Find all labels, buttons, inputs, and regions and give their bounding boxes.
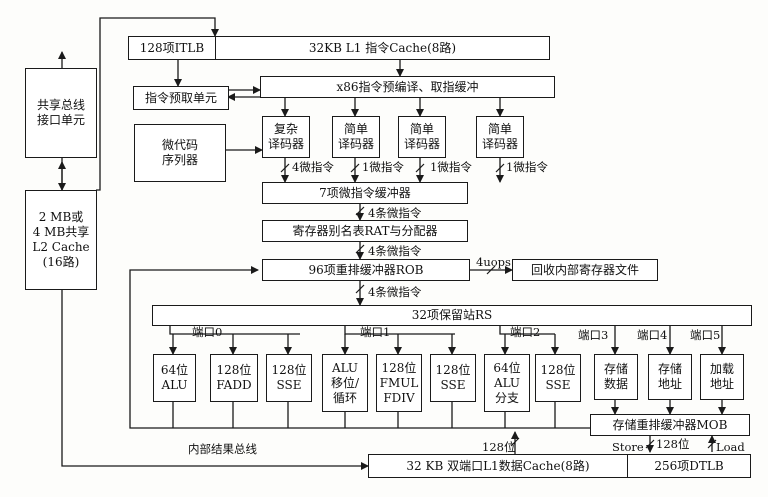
load-address-unit: 加载 地址 bbox=[700, 354, 744, 400]
register-alias-table: 寄存器别名表RAT与分配器 bbox=[262, 220, 468, 242]
predecode-fetch-buffer: x86指令预编译、取指缓冲 bbox=[260, 76, 555, 98]
l2-to-dcache-line bbox=[61, 290, 369, 470]
uops-4-buffer-label: 4条微指令 bbox=[368, 206, 422, 220]
bus-interface-unit: 共享总线 接口单元 bbox=[25, 68, 97, 158]
port0-label: 端口0 bbox=[192, 325, 223, 339]
reorder-buffer: 96项重排缓冲器ROB bbox=[262, 259, 470, 281]
store-address-unit: 存储 地址 bbox=[648, 354, 692, 400]
fmul-fdiv-128bit: 128位 FMUL FDIV bbox=[376, 354, 422, 412]
port5-label: 端口5 bbox=[690, 328, 721, 342]
uops-4-rat-label: 4条微指令 bbox=[368, 244, 422, 258]
prefetch-unit: 指令预取单元 bbox=[133, 86, 229, 110]
port2-label: 端口2 bbox=[510, 325, 541, 339]
l2-cache: 2 MB或 4 MB共享 L2 Cache (16路) bbox=[25, 190, 97, 290]
bits128-right-label: 128位 bbox=[656, 437, 690, 451]
port3-label: 端口3 bbox=[578, 328, 609, 342]
alu-branch-64bit: 64位 ALU 分支 bbox=[484, 354, 530, 412]
simple-decoder-3: 简单 译码器 bbox=[476, 116, 524, 158]
itlb: 128项ITLB bbox=[128, 36, 216, 60]
port0-bus bbox=[169, 326, 300, 335]
retirement-register-file: 回收内部寄存器文件 bbox=[512, 259, 658, 281]
uops-4-rob-label: 4条微指令 bbox=[368, 285, 422, 299]
l1-data-cache: 32 KB 双端口L1数据Cache(8路) bbox=[368, 454, 628, 478]
uops-1-label-c: 1微指令 bbox=[506, 160, 548, 174]
l2-to-icache-line bbox=[96, 17, 219, 191]
data-tlb: 256项DTLB bbox=[627, 454, 751, 478]
alu-64bit: 64位 ALU bbox=[153, 354, 196, 402]
uops-1-label-b: 1微指令 bbox=[430, 160, 472, 174]
alu-shift-rotate: ALU 移位/ 循环 bbox=[322, 354, 368, 412]
result-bus-label: 内部结果总线 bbox=[188, 442, 257, 456]
simple-decoder-2: 简单 译码器 bbox=[398, 116, 446, 158]
uops-4-decode-label: 4微指令 bbox=[292, 160, 334, 174]
port1-label: 端口1 bbox=[360, 325, 391, 339]
complex-decoder: 复杂 译码器 bbox=[262, 116, 310, 158]
port4-label: 端口4 bbox=[637, 328, 668, 342]
sse-128bit-port2: 128位 SSE bbox=[535, 354, 581, 402]
uop-buffer: 7项微指令缓冲器 bbox=[262, 182, 468, 204]
fadd-128bit: 128位 FADD bbox=[210, 354, 258, 402]
load-label: Load bbox=[716, 440, 745, 454]
l1-instruction-cache: 32KB L1 指令Cache(8路) bbox=[215, 36, 550, 60]
simple-decoder-1: 简单 译码器 bbox=[332, 116, 380, 158]
result-bus-line bbox=[129, 266, 590, 429]
reservation-station: 32项保留站RS bbox=[152, 305, 752, 326]
store-data-unit: 存储 数据 bbox=[594, 354, 638, 400]
port2-bus bbox=[499, 326, 555, 335]
uops-1-label-a: 1微指令 bbox=[362, 160, 404, 174]
bits128-left-label: 128位 bbox=[482, 440, 516, 454]
sse-128bit-port1: 128位 SSE bbox=[430, 354, 476, 402]
microcode-sequencer: 微代码 序列器 bbox=[134, 124, 226, 182]
sse-128bit-port0: 128位 SSE bbox=[266, 354, 312, 402]
retire-uops-label: 4uops bbox=[476, 255, 511, 269]
memory-order-buffer: 存储重排缓冲器MOB bbox=[590, 414, 750, 436]
store-label: Store bbox=[612, 440, 644, 454]
